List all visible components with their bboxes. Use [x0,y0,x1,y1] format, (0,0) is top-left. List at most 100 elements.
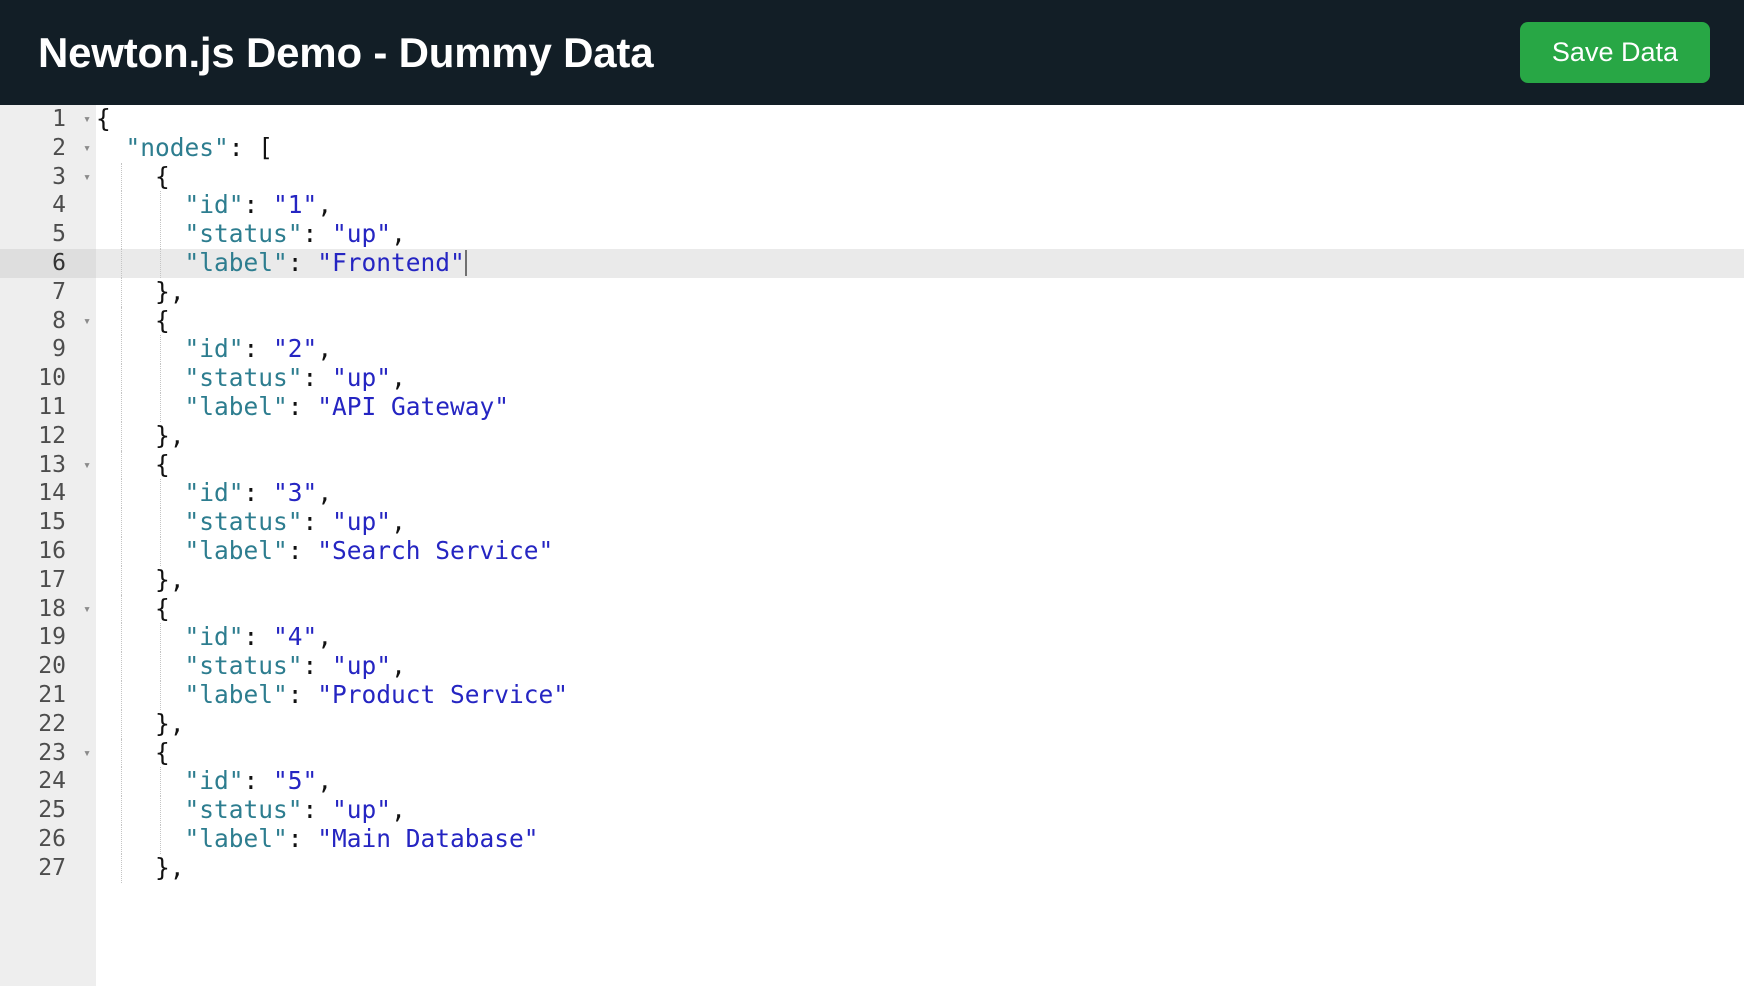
line-number: 1 [0,105,96,134]
code-line-text: "id": "3", [96,478,333,508]
code-line[interactable]: 17 }, [0,564,1744,595]
line-number: 3 [0,162,96,192]
fold-arrow-icon[interactable]: ▾ [83,140,91,156]
indent-guide [160,767,161,797]
json-punctuation: }, [96,852,185,882]
code-line[interactable]: 1▾{ [0,105,1744,134]
code-line-text: "status": "up", [96,219,406,249]
code-line[interactable]: 14 "id": "3", [0,478,1744,509]
code-line[interactable]: 25 "status": "up", [0,795,1744,825]
save-data-button[interactable]: Save Data [1519,22,1710,83]
indent-guide [121,536,122,566]
code-line-text: "status": "up", [96,651,406,681]
code-line[interactable]: 11 "label": "API Gateway" [0,391,1744,422]
json-string-value: "API Gateway" [317,391,510,421]
fold-arrow-icon[interactable]: ▾ [83,313,91,329]
json-string-value: "up" [332,507,392,537]
code-line-text: "id": "4", [96,622,333,652]
json-punctuation [96,536,185,565]
fold-arrow-icon[interactable]: ▾ [83,169,91,185]
indent-guide [121,767,122,797]
page-title: Newton.js Demo - Dummy Data [38,28,654,76]
code-line[interactable]: 3▾ { [0,162,1744,192]
code-line[interactable]: 20 "status": "up", [0,651,1744,681]
code-line[interactable]: 15 "status": "up", [0,507,1744,537]
line-number: 24 [0,767,96,797]
json-punctuation: : [302,795,333,825]
json-key: "label" [184,679,288,709]
indent-guide [160,796,161,825]
code-line[interactable]: 2▾ "nodes": [ [0,132,1744,163]
fold-arrow-icon[interactable]: ▾ [83,112,91,127]
indent-guide [121,594,122,624]
line-number: 22 [0,709,96,739]
code-line[interactable]: 18▾ { [0,593,1744,624]
code-line[interactable]: 27 }, [0,852,1744,883]
code-line-text: { [96,450,170,480]
indent-guide [121,450,122,480]
line-number: 15 [0,508,96,537]
json-string-value: "1" [273,190,318,220]
json-punctuation: , [317,334,333,364]
indent-guide [121,277,122,307]
code-line-text: "label": "Search Service" [96,536,554,566]
code-line[interactable]: 8▾ { [0,306,1744,336]
code-line[interactable]: 19 "id": "4", [0,622,1744,653]
indent-guide [160,623,161,653]
code-line[interactable]: 26 "label": "Main Database" [0,823,1744,854]
json-punctuation [96,248,185,277]
code-line[interactable]: 13▾ { [0,450,1744,480]
json-string-value: "Frontend" [317,247,465,277]
json-code-editor[interactable]: 1▾{2▾ "nodes": [3▾ {4 "id": "1",5 "statu… [0,105,1744,986]
json-key: "id" [184,334,244,364]
code-line[interactable]: 7 }, [0,277,1744,307]
fold-arrow-icon[interactable]: ▾ [83,457,91,473]
code-line[interactable]: 9 "id": "2", [0,334,1744,365]
code-line[interactable]: 24 "id": "5", [0,766,1744,797]
code-lines-container[interactable]: 1▾{2▾ "nodes": [3▾ {4 "id": "1",5 "statu… [0,105,1744,883]
json-punctuation: { [96,593,170,623]
json-key: "id" [184,190,244,220]
code-line[interactable]: 23▾ { [0,738,1744,768]
json-punctuation: : [287,391,318,421]
fold-arrow-icon[interactable]: ▾ [83,745,91,761]
code-line-text: { [96,162,170,192]
indent-guide [121,191,122,221]
code-line-text: "id": "5", [96,766,333,796]
json-key: "nodes" [125,132,229,162]
fold-arrow-icon[interactable]: ▾ [83,601,91,617]
code-line-text: "status": "up", [96,363,406,393]
line-number: 11 [0,392,96,422]
json-key: "status" [184,795,303,825]
json-punctuation: }, [96,564,185,594]
json-string-value: "3" [273,478,318,508]
code-line[interactable]: 12 }, [0,421,1744,451]
indent-guide [121,162,122,192]
app-header: Newton.js Demo - Dummy Data Save Data [0,0,1744,105]
indent-guide [121,248,122,278]
code-line[interactable]: 21 "label": "Product Service" [0,679,1744,710]
code-line[interactable]: 10 "status": "up", [0,363,1744,393]
line-number: 8 [0,306,96,336]
json-punctuation [96,507,185,536]
code-line-text: }, [96,564,185,595]
json-punctuation: : [287,679,318,709]
code-line[interactable]: 4 "id": "1", [0,190,1744,221]
code-line-text: }, [96,421,185,451]
code-line[interactable]: 6 "label": "Frontend" [0,247,1744,278]
json-key: "id" [184,622,244,652]
line-number: 6 [0,248,96,278]
line-number: 25 [0,796,96,825]
json-string-value: "Main Database" [317,823,539,853]
code-line[interactable]: 22 }, [0,709,1744,739]
json-punctuation: , [391,219,406,249]
code-line[interactable]: 16 "label": "Search Service" [0,536,1744,566]
json-punctuation: , [391,363,406,393]
json-punctuation: : [302,507,333,537]
indent-guide [121,508,122,537]
code-line[interactable]: 5 "status": "up", [0,219,1744,249]
indent-guide [121,796,122,825]
indent-guide [121,364,122,393]
code-line-text: }, [96,709,185,739]
json-punctuation [96,133,126,162]
